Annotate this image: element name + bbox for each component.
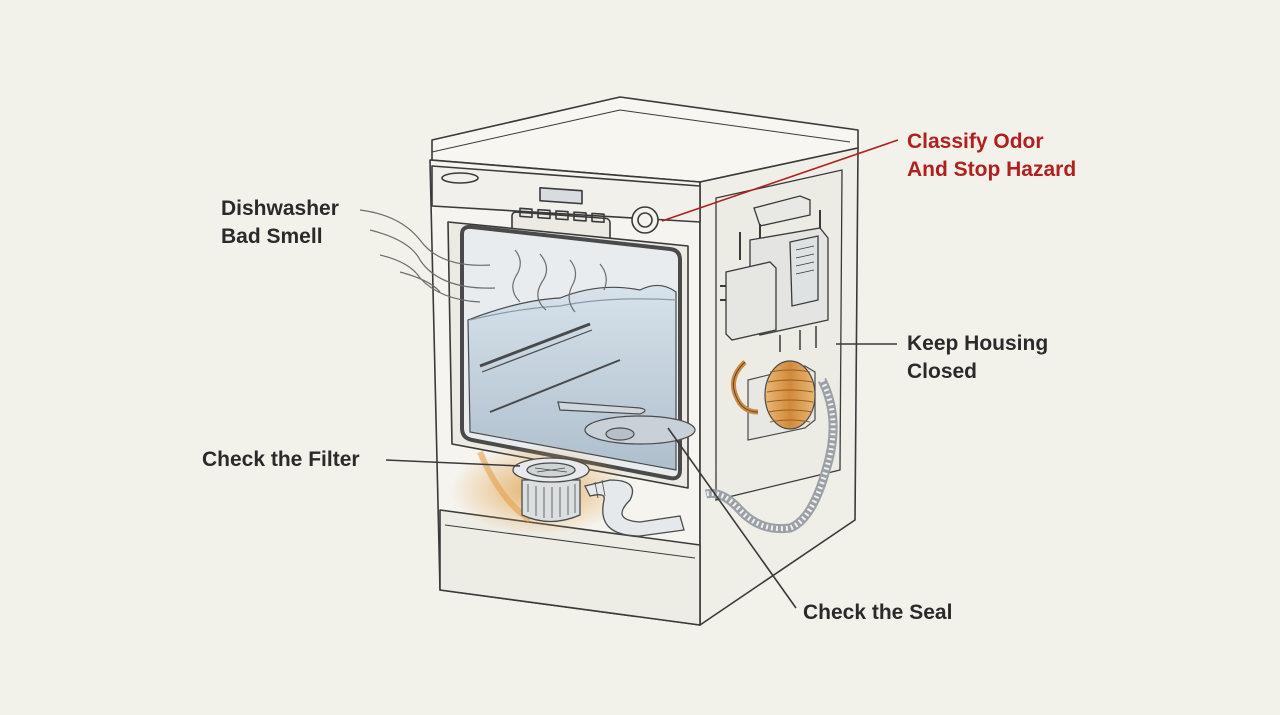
leader-seal [667, 427, 797, 609]
interior-water [467, 284, 696, 471]
drain-hose [584, 479, 685, 537]
label-bad-smell: Dishwasher Bad Smell [221, 195, 339, 251]
label-bad-smell-line2: Bad Smell [221, 225, 323, 248]
leader-hazard [661, 139, 899, 222]
label-bad-smell-line1: Dishwasher [221, 197, 339, 220]
label-classify-odor-line2: And Stop Hazard [907, 158, 1077, 181]
motor-coil-icon [731, 360, 816, 441]
label-classify-odor-line1: Classify Odor [907, 130, 1044, 153]
filter-assembly [450, 445, 630, 535]
label-classify-odor: Classify Odor And Stop Hazard [907, 128, 1076, 184]
corrugated-hose [704, 377, 838, 534]
odor-wisps-icon [359, 209, 607, 313]
label-keep-housing-line2: Closed [907, 360, 978, 383]
label-keep-housing: Keep Housing Closed [907, 330, 1048, 386]
label-check-filter: Check the Filter [202, 448, 360, 471]
leader-filter [385, 459, 521, 467]
label-check-seal: Check the Seal [803, 601, 953, 624]
leader-lines [385, 139, 899, 609]
label-keep-housing-line1: Keep Housing [907, 332, 1049, 355]
side-housing [715, 169, 843, 501]
